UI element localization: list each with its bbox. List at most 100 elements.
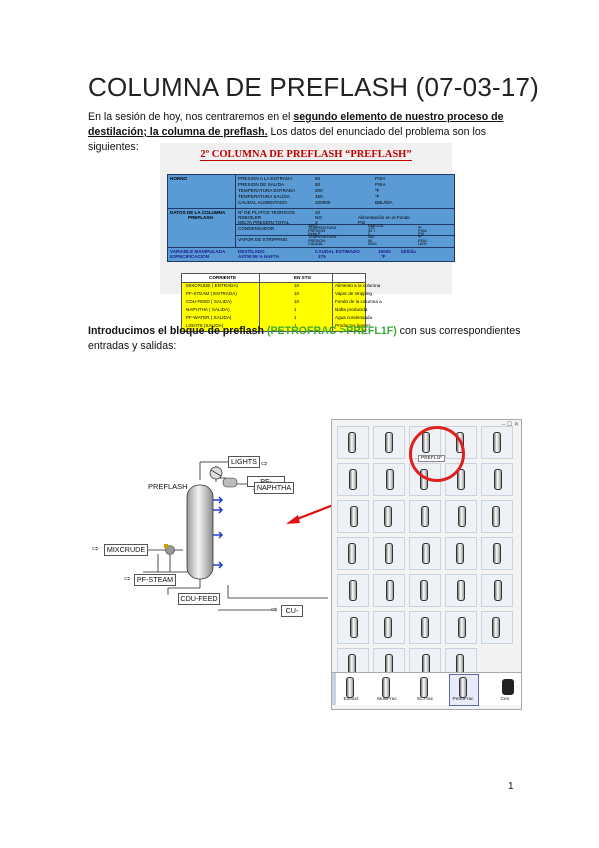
- petrofrac-model-icon[interactable]: [337, 537, 369, 570]
- petrofrac-model-icon[interactable]: [445, 500, 477, 533]
- petrofrac-palette: – ☐ ✕ PREFL1F Extract MultiFrac SCFrac P…: [331, 419, 522, 710]
- petrofrac-model-icon[interactable]: [409, 611, 441, 644]
- condensador-unit: PSIA: [418, 229, 427, 234]
- variable-label: VARIABLE MANIPULADA: [170, 249, 226, 254]
- columna-unit: PSI: [358, 220, 366, 225]
- stream-naphtha[interactable]: NAPHTHA: [254, 482, 294, 494]
- petrofrac-model-icon[interactable]: [373, 611, 405, 644]
- column-icon: [458, 617, 466, 638]
- column-icon: [385, 543, 393, 564]
- divider: [235, 224, 454, 225]
- condensador-unit: PSI: [418, 231, 425, 236]
- column-icon: [458, 506, 466, 527]
- petrofrac-model-icon[interactable]: [373, 537, 405, 570]
- column-icon: [422, 543, 430, 564]
- condensador-label: CONDENSADOR: [238, 226, 275, 231]
- column-icon: [494, 469, 502, 490]
- columna-value: 10: [315, 210, 321, 215]
- block-label: PREFLASH: [148, 482, 188, 491]
- stream-stage: 10: [294, 283, 300, 288]
- column-icon: [386, 580, 394, 601]
- petrofrac-model-icon[interactable]: [373, 426, 405, 459]
- vapor-unit: PSIA: [418, 238, 427, 243]
- petrofrac-model-icon[interactable]: [445, 537, 477, 570]
- petrofrac-model-icon[interactable]: [337, 574, 369, 607]
- stream-cdu-feed[interactable]: CDU-FEED: [178, 593, 220, 605]
- column-icon: [385, 432, 393, 453]
- stream-stage: 1: [294, 315, 297, 320]
- intro-highlight: segundo elemento de nuestro proceso de d…: [88, 111, 504, 138]
- petrofrac-model-icon[interactable]: [409, 574, 441, 607]
- variable-value: DESTILADO: [238, 249, 265, 254]
- column-icon: [492, 506, 500, 527]
- petrofrac-model-icon[interactable]: [337, 611, 369, 644]
- highlight-circle: [409, 426, 465, 482]
- petrofrac-model-icon[interactable]: [409, 537, 441, 570]
- especificacion-label: ESPECIFICACION: [170, 254, 210, 259]
- petrofrac-model-icon[interactable]: [337, 426, 369, 459]
- streams-header-bg: [182, 274, 365, 283]
- stream-lights[interactable]: LIGHTS: [228, 456, 260, 468]
- stream-description: Nafta producida: [335, 307, 368, 312]
- petrofrac-model-icon[interactable]: [481, 574, 513, 607]
- horno-unit: BBL/DÍA: [375, 200, 393, 205]
- vapor-value: 5000: [368, 242, 377, 246]
- intro-text-end: Los datos del enunciado del problema son…: [88, 126, 487, 153]
- petrofrac-model-icon[interactable]: [373, 500, 405, 533]
- petrofrac-model-icon[interactable]: [481, 463, 513, 496]
- horno-unit: ºF: [375, 194, 380, 199]
- stream-stage: 1: [294, 323, 297, 328]
- stream-pf-steam[interactable]: PF-STEAM: [134, 574, 176, 586]
- condensador-value: PARCIAL: [368, 223, 384, 228]
- stream-stage: 10: [294, 299, 300, 304]
- window-controls-icon: – ☐ ✕: [501, 422, 519, 428]
- column-icon: [457, 469, 465, 490]
- petrofrac-model-icon[interactable]: [481, 426, 513, 459]
- block-intro-text-end: con sus correspondientes entradas y sali…: [88, 325, 521, 352]
- stream-description: Agua condensada: [335, 315, 373, 320]
- stream-description: Productos ligeros: [335, 323, 371, 328]
- stream-stage: 10: [294, 291, 300, 296]
- vapor-label: VAPOR DE STRIPPING: [238, 237, 288, 242]
- column-icon: [349, 580, 357, 601]
- vapor-param: PRESION: [308, 238, 326, 243]
- arrow-right-icon: ⇨: [124, 574, 131, 583]
- stream-mixcrude[interactable]: MIXCRUDE: [104, 544, 148, 556]
- toolbar-scfrac[interactable]: SCFrac: [416, 697, 434, 702]
- petrofrac-model-icon[interactable]: [481, 611, 513, 644]
- petrofrac-model-icon[interactable]: [445, 611, 477, 644]
- column-icon: [494, 580, 502, 601]
- horno-unit: PSIA: [375, 182, 386, 187]
- horno-param: PRESION A LA ENTRADA: [238, 176, 293, 181]
- stream-cu[interactable]: CU-: [281, 605, 303, 617]
- page-number: 1: [508, 781, 514, 792]
- column-icon: [386, 469, 394, 490]
- flowsheet-lines: [143, 461, 328, 611]
- petrofrac-model-icon[interactable]: [337, 500, 369, 533]
- vapor-unit: ºF: [418, 235, 422, 239]
- column-icon: [457, 580, 465, 601]
- toolbar-extract[interactable]: Extract: [343, 697, 359, 702]
- divider: [168, 208, 454, 209]
- columna-label: DATOS DE LA COLUMNA: [170, 210, 226, 215]
- vapor-value: 60: [368, 238, 373, 243]
- column-icon: [493, 432, 501, 453]
- column-icon: [456, 543, 464, 564]
- petrofrac-model-icon[interactable]: [409, 500, 441, 533]
- petrofrac-model-icon[interactable]: [373, 463, 405, 496]
- spec-value: 375: [318, 254, 326, 259]
- columna-param: Nº DE PLATOS TEORICOS: [238, 210, 295, 215]
- petrofrac-model-icon[interactable]: [481, 500, 513, 533]
- petrofrac-model-icon[interactable]: [373, 574, 405, 607]
- toolbar-cen[interactable]: Cen: [500, 697, 510, 702]
- petrofrac-model-icon[interactable]: [445, 574, 477, 607]
- vapor-param: CAUDAL: [308, 242, 324, 246]
- model-toolbar: Extract MultiFrac SCFrac PetroFrac Cen: [332, 672, 521, 706]
- toolbar-petrofrac[interactable]: PetroFrac: [452, 697, 474, 702]
- petrofrac-model-icon[interactable]: [337, 463, 369, 496]
- column-icon: [421, 506, 429, 527]
- stream-name: LIGHTS (SALIDA): [186, 323, 224, 328]
- toolbar-multifrac[interactable]: MultiFrac: [377, 697, 397, 702]
- petrofrac-model-icon[interactable]: [481, 537, 513, 570]
